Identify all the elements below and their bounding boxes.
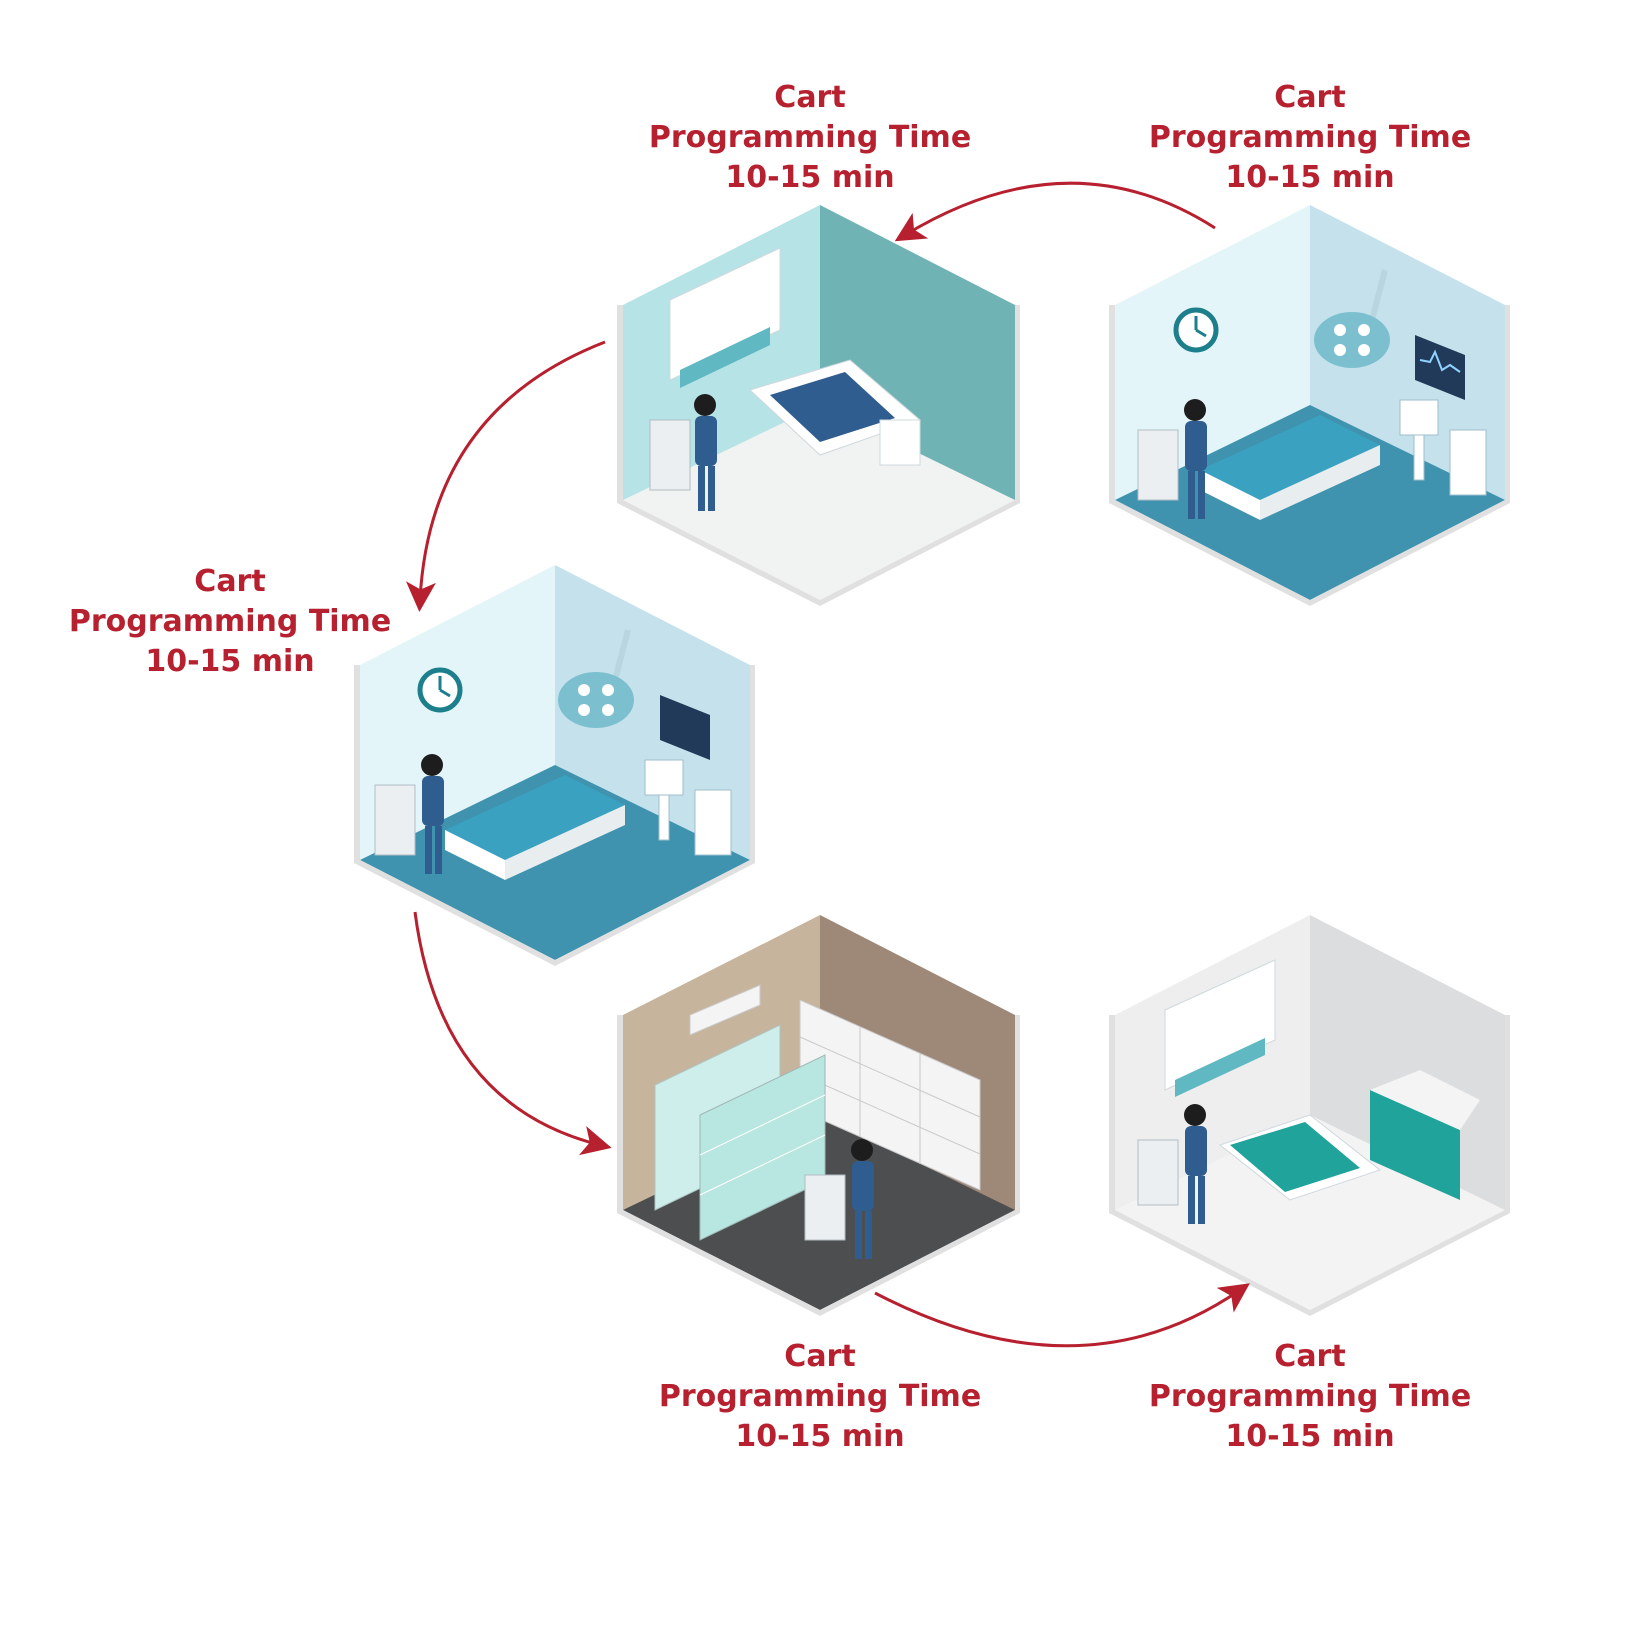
label-line-duration: 10-15 min (145, 644, 315, 679)
label-line-programming-time: Programming Time (1148, 1379, 1472, 1414)
hospital-bed (1218, 1114, 1382, 1201)
window-blinds (669, 247, 781, 388)
monitor-icon (660, 695, 710, 760)
pharmacy-storage-room-bottom-center (617, 915, 1020, 1316)
label-line-programming-time: Programming Time (658, 1379, 982, 1414)
label-line-cart: Cart (1274, 1339, 1346, 1374)
label-line-cart: Cart (194, 564, 266, 599)
air-conditioner-icon (689, 984, 761, 1036)
label-line-cart: Cart (774, 80, 846, 115)
storage-cabinet (1370, 1070, 1480, 1200)
operating-table (445, 775, 625, 880)
label-top-center: Cart Programming Time 10-15 min (640, 78, 980, 198)
operating-table (1200, 415, 1380, 520)
label-line-programming-time: Programming Time (68, 604, 392, 639)
nurse-with-cart (1137, 399, 1207, 519)
arrow-top-center-to-middle-left (405, 340, 606, 612)
recovery-room-bottom-right (1109, 915, 1510, 1316)
nurse-with-cart (1137, 1104, 1207, 1224)
nurse-with-cart (649, 394, 717, 511)
label-line-duration: 10-15 min (1225, 1419, 1395, 1454)
clock-icon (417, 667, 463, 713)
filing-cabinets (799, 999, 981, 1191)
nurse-with-cart (374, 754, 444, 874)
operating-room-middle-left (354, 565, 755, 966)
hospital-bed (749, 359, 921, 466)
operating-room-top-right (1109, 205, 1510, 606)
label-line-programming-time: Programming Time (1148, 120, 1472, 155)
label-line-cart: Cart (1274, 80, 1346, 115)
nurse-with-cart (804, 1139, 874, 1259)
surgical-light-icon (1314, 269, 1390, 368)
patient-room-top-center (617, 205, 1020, 606)
label-line-duration: 10-15 min (725, 160, 895, 195)
equipment-stand (1399, 399, 1487, 496)
label-line-duration: 10-15 min (1225, 160, 1395, 195)
label-line-cart: Cart (784, 1339, 856, 1374)
arrow-middle-left-to-bottom-center (413, 911, 612, 1156)
equipment-stand (644, 759, 732, 856)
label-bottom-center: Cart Programming Time 10-15 min (640, 1337, 1000, 1457)
label-line-programming-time: Programming Time (648, 120, 972, 155)
surgical-light-icon (558, 629, 634, 728)
clock-icon (1173, 307, 1219, 353)
label-middle-left: Cart Programming Time 10-15 min (50, 562, 410, 682)
label-bottom-right: Cart Programming Time 10-15 min (1130, 1337, 1490, 1457)
window-blinds (1164, 959, 1276, 1097)
arrow-right-to-top-center (894, 181, 1216, 242)
arrow-bottom-center-to-bottom-right (874, 1283, 1250, 1348)
label-line-duration: 10-15 min (735, 1419, 905, 1454)
monitor-icon (1415, 335, 1465, 400)
workflow-arrows (405, 181, 1250, 1348)
label-top-right: Cart Programming Time 10-15 min (1130, 78, 1490, 198)
